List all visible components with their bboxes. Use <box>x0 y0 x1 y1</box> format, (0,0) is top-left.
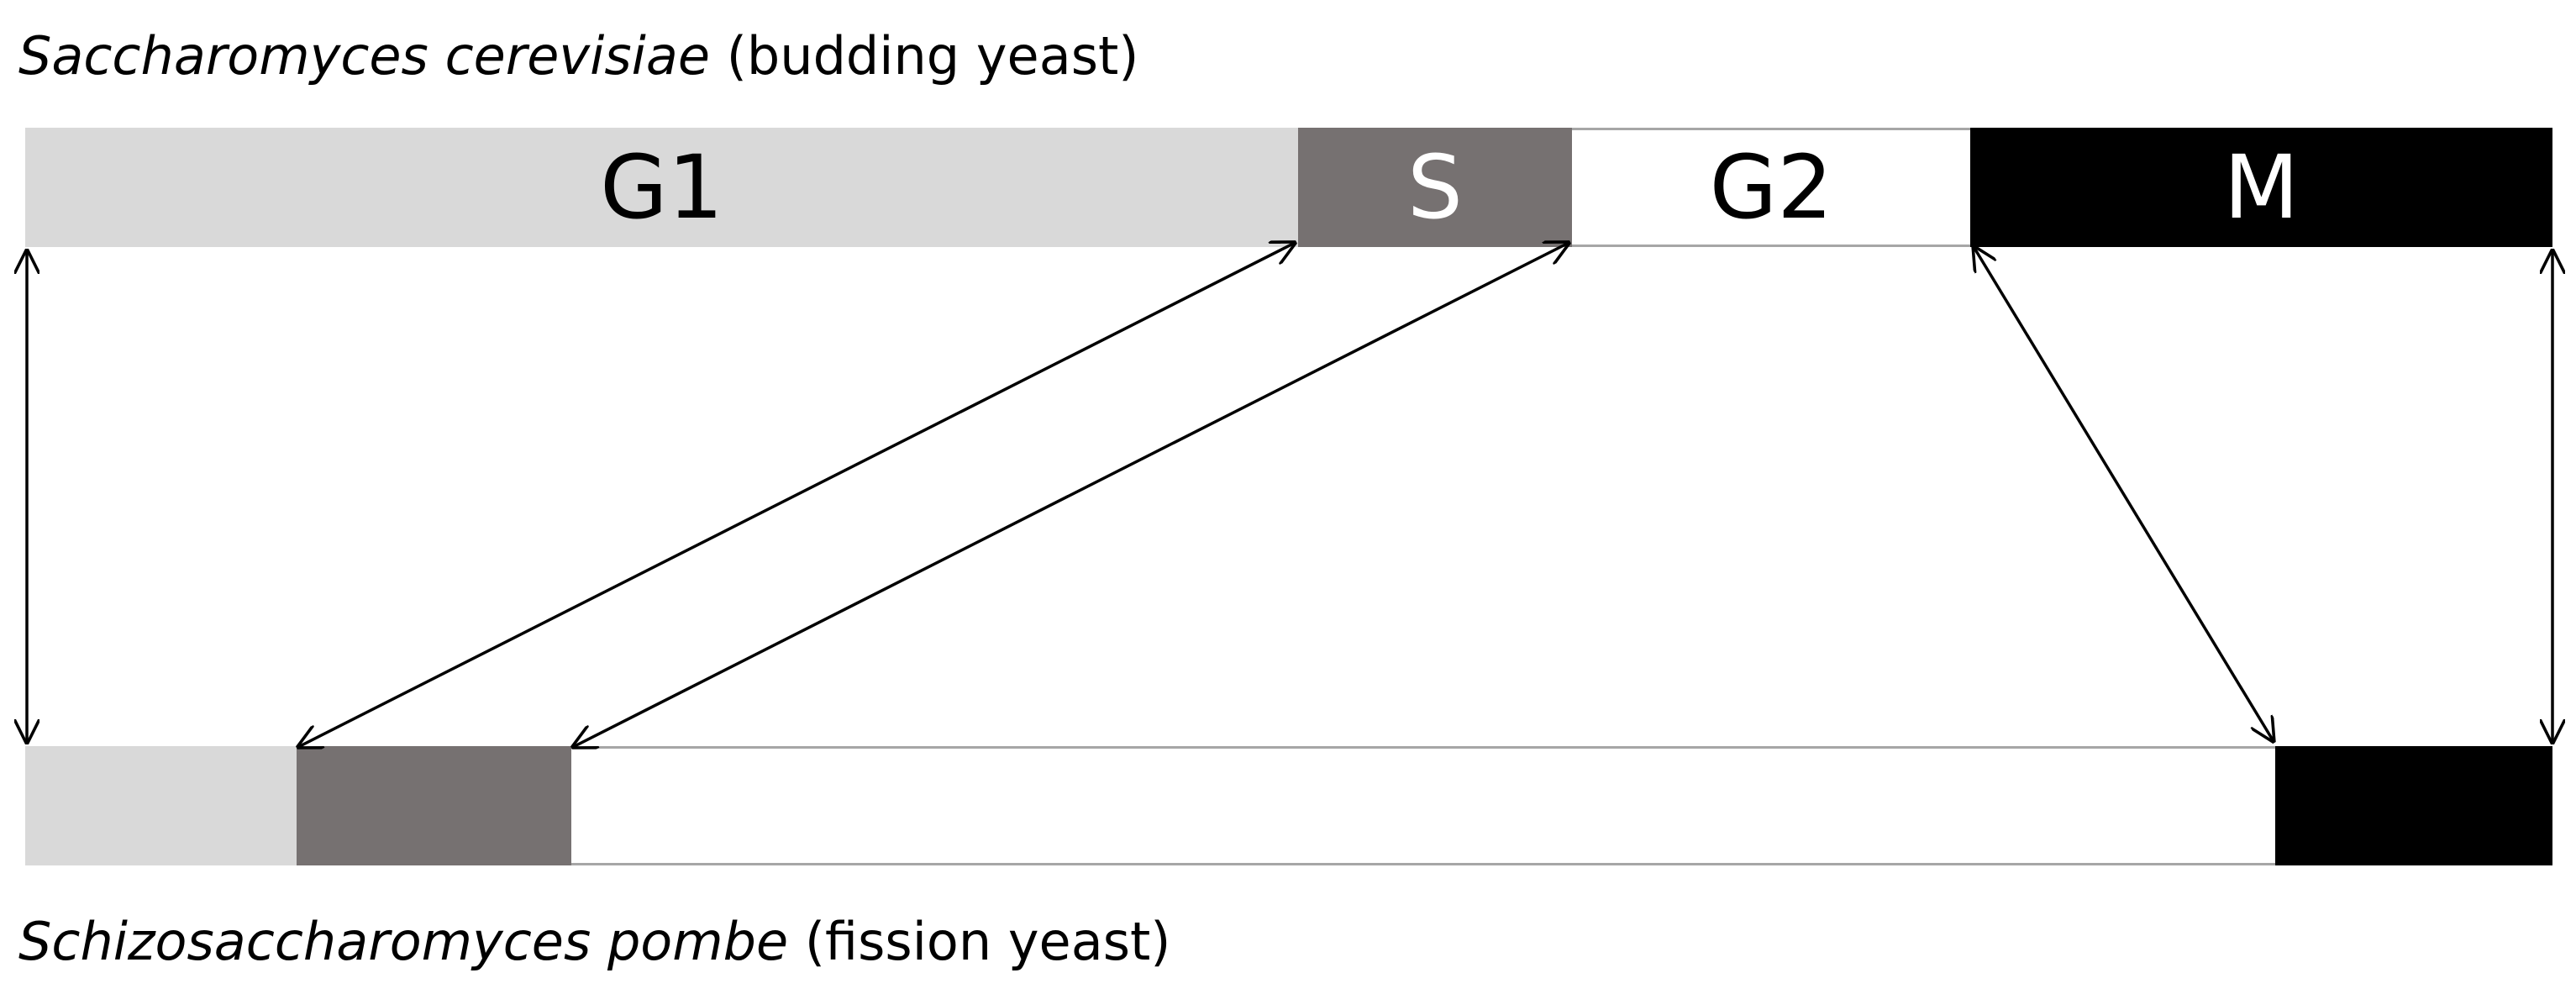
fission-g2-phase <box>571 746 2275 865</box>
budding-m-phase: M <box>1970 128 2552 247</box>
budding-g1-phase: G1 <box>25 128 1298 247</box>
fission-m-phase <box>2275 746 2552 865</box>
fission-yeast-cycle-bar <box>25 746 2552 865</box>
fission-g1-phase <box>25 746 297 865</box>
m-phase-start-arrow <box>1973 245 2274 743</box>
fission-s-phase <box>297 746 571 865</box>
budding-s-phase: S <box>1298 128 1572 247</box>
budding-yeast-caption: Saccharomyces cerevisiae (budding yeast) <box>18 30 1139 82</box>
s-phase-start-arrow <box>297 242 1296 748</box>
budding-yeast-cycle-bar: G1 S G2 M <box>25 128 2552 247</box>
budding-g2-phase: G2 <box>1572 128 1970 247</box>
budding-g2-label: G2 <box>1709 136 1833 239</box>
fission-yeast-caption: Schizosaccharomyces pombe (fission yeast… <box>18 916 1171 968</box>
budding-yeast-species-name: Saccharomyces cerevisiae <box>18 25 711 87</box>
budding-s-label: S <box>1406 136 1463 239</box>
budding-m-label: M <box>2223 136 2300 239</box>
fission-yeast-common-name: (fission yeast) <box>804 911 1171 972</box>
fission-yeast-species-name: Schizosaccharomyces pombe <box>18 911 789 972</box>
budding-g1-label: G1 <box>600 136 723 239</box>
budding-yeast-common-name: (budding yeast) <box>726 25 1139 87</box>
s-phase-end-arrow <box>571 242 1570 748</box>
